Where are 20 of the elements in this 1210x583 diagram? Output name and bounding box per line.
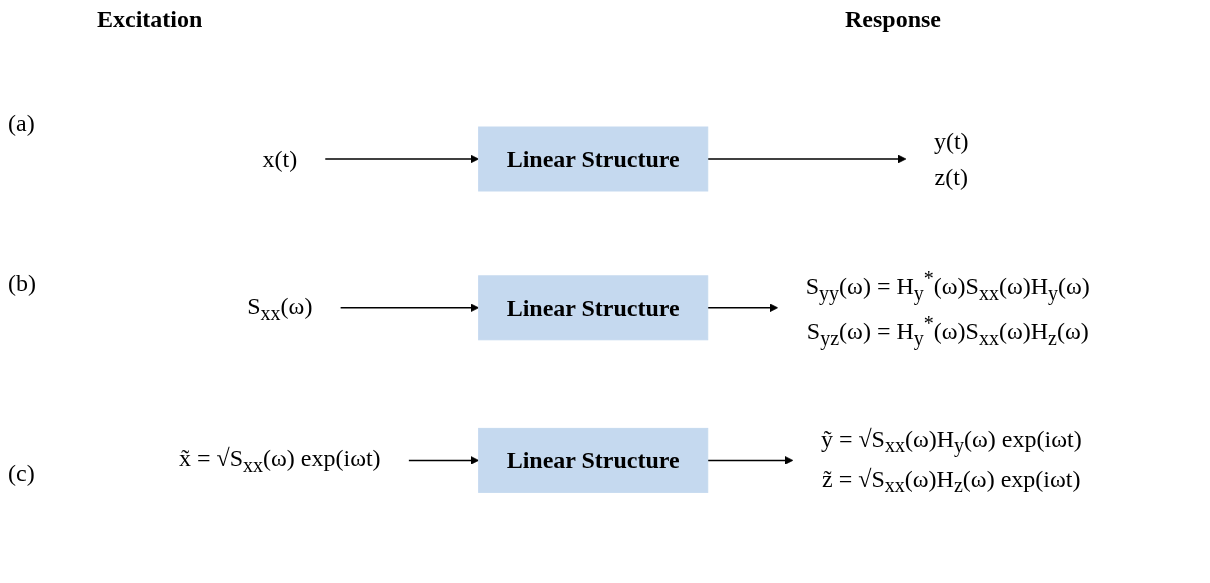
arrow [324, 155, 479, 164]
row-label: (a) [8, 110, 35, 137]
node-box: Linear Structure [477, 126, 708, 192]
node-box: Linear Structure [477, 428, 708, 494]
column-heading: Response [845, 6, 941, 33]
arrow [339, 303, 479, 313]
node-text: x̃ = √S$_{xx}$(ω) exp(iωt) [178, 445, 381, 477]
node-text: y(t) z(t) [933, 128, 969, 191]
node-text: S$_{xx}$(ω) [246, 293, 312, 325]
column-heading: Excitation [97, 6, 203, 33]
arrow [706, 456, 793, 466]
arrow [706, 303, 778, 313]
arrow [706, 155, 906, 164]
node-box: Linear Structure [477, 275, 708, 341]
row-label: (c) [8, 460, 35, 487]
row-label: (b) [8, 270, 36, 297]
node-text: x(t) [262, 146, 297, 173]
node-text: S$_{yy}$(ω) = H$_{y}$$^{*}$(ω)S$_{xx}$(ω)H$_{y}$(ω) S$_{yz}$(ω) = H$_{y}$$^{*}$(ω)S$_{xx}$(ω)H$_{z}$(ω) [805, 267, 1090, 349]
arrow [407, 456, 479, 466]
node-text: ỹ = √S$_{xx}$(ω)H$_{y}$(ω) exp(iωt) z̃ = √S$_{xx}$(ω)H$_{z}$(ω) exp(iωt) [820, 426, 1082, 497]
